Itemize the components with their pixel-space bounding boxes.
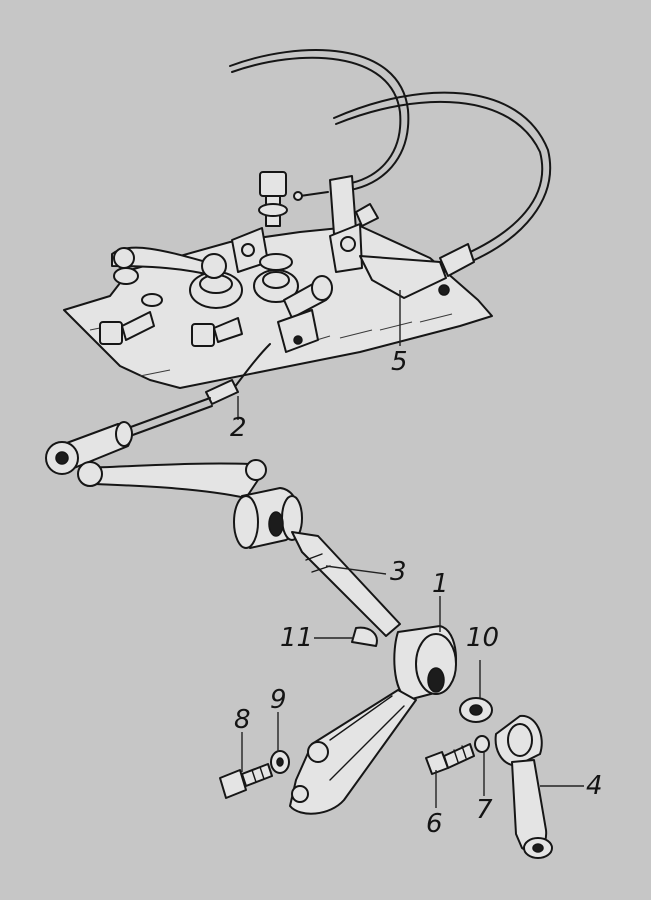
callout-5: 5 (391, 347, 408, 377)
bolt-6 (425, 743, 475, 775)
callouts: 1 2 3 4 5 6 7 8 9 10 11 (230, 347, 603, 839)
upper-lever (45, 421, 303, 549)
lever-4 (494, 714, 553, 859)
washer-7 (474, 735, 490, 753)
callout-9: 9 (270, 685, 287, 715)
shaft-3 (291, 531, 401, 637)
callout-7: 7 (476, 795, 493, 825)
key-11 (351, 626, 378, 647)
callout-10: 10 (466, 623, 499, 653)
callout-8: 8 (234, 705, 251, 735)
callout-3: 3 (390, 557, 407, 587)
callout-2: 2 (230, 413, 247, 443)
control-cables (229, 49, 551, 263)
washer-10 (459, 697, 493, 723)
rod-2 (127, 343, 271, 437)
callout-1: 1 (432, 569, 449, 599)
plate-linkage (99, 171, 475, 353)
callout-4: 4 (586, 771, 603, 801)
callout-6: 6 (426, 809, 443, 839)
bolt-8 (219, 763, 273, 799)
leader-lines (237, 290, 584, 808)
lever-1 (289, 625, 457, 815)
washer-9 (270, 750, 290, 774)
callout-11: 11 (280, 623, 313, 653)
